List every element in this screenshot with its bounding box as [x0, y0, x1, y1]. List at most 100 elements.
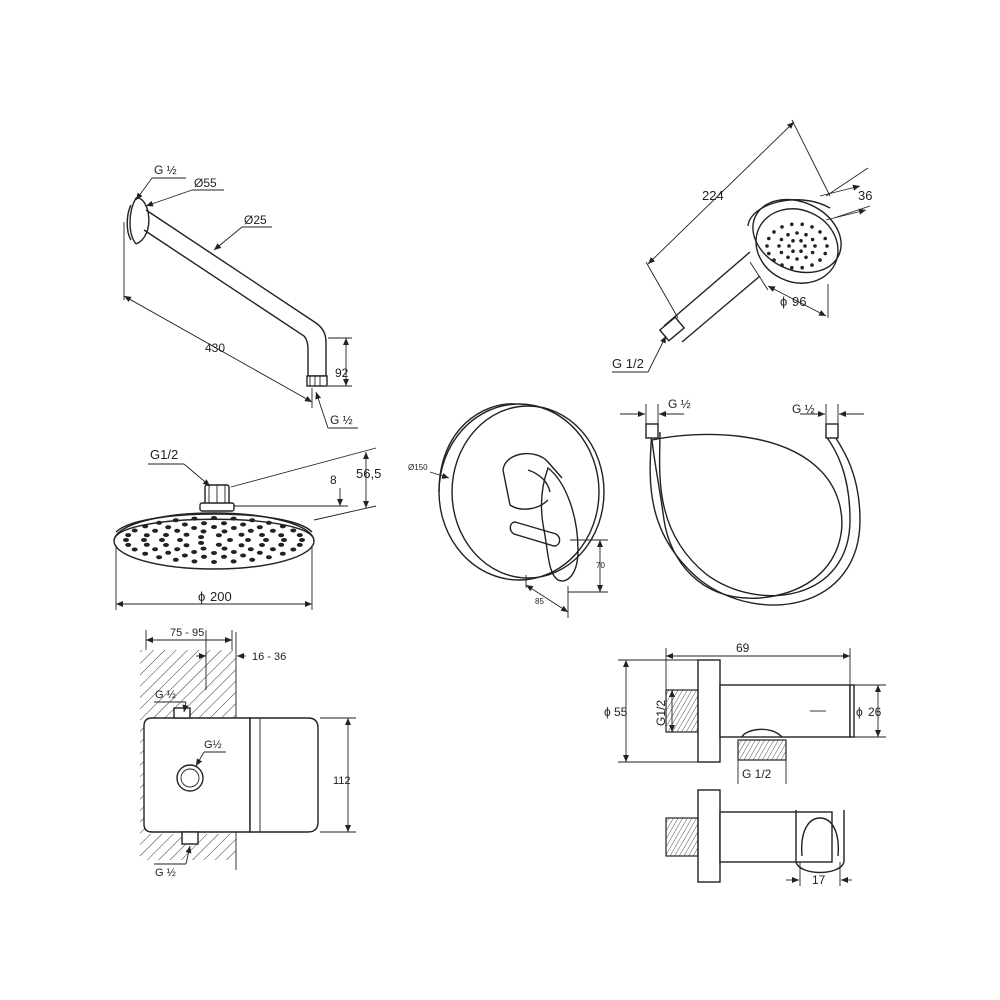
nozzle-dot [221, 521, 227, 526]
wall-outlet-drawing: 69 ϕ 55 G1/2 ϕ 26 G 1/2 17 [604, 641, 886, 887]
nozzle-dot [240, 553, 247, 558]
nozzle-dot [281, 538, 287, 542]
nozzle-dot [198, 535, 205, 540]
nozzle-dot [159, 538, 165, 542]
nozzle-dot [249, 557, 256, 562]
nozzle-dot [215, 542, 222, 547]
label-box-outlet: G½ [204, 739, 222, 751]
nozzle-dot [191, 550, 198, 554]
label-hose-thread-left: G ½ [668, 397, 691, 411]
nozzle-dot [279, 524, 286, 529]
hand-shower-nozzle-dot [767, 236, 771, 241]
hand-shower-nozzle-dot [810, 263, 814, 267]
nozzle-dot [221, 546, 228, 551]
nozzle-dot [125, 533, 132, 538]
nozzle-dot [191, 516, 198, 521]
hand-shower-nozzle-dot [767, 251, 771, 256]
nozzle-dot [177, 538, 183, 542]
nozzle-dot [163, 533, 169, 537]
label-arm-pipe-diameter: Ø25 [244, 213, 267, 227]
nozzle-dot [163, 543, 169, 547]
hand-shower-nozzle-dot [803, 244, 807, 248]
hand-shower-nozzle-dot [810, 237, 815, 242]
hand-shower-nozzle-dot [779, 250, 784, 255]
nozzle-dot [200, 546, 207, 551]
nozzle-dot [279, 551, 286, 556]
nozzle-dot [181, 553, 188, 558]
hand-shower-nozzle-dot [810, 250, 815, 255]
label-box-height: 112 [333, 775, 351, 787]
label-hose-thread-right: G ½ [792, 402, 815, 416]
label-box-inlet-top: G ½ [155, 689, 176, 701]
nozzle-dot [290, 547, 297, 552]
nozzle-dot [296, 533, 303, 538]
nozzle-dot [152, 528, 159, 533]
nozzle-dot [141, 538, 147, 542]
label-arm-length: 430 [205, 341, 225, 355]
label-outlet-body-diameter-symbol: ϕ [856, 705, 863, 719]
nozzle-dot [211, 516, 217, 520]
nozzle-dot [230, 526, 237, 530]
hand-shower-nozzle-dot [772, 258, 776, 262]
label-overhead-diameter: 200 [210, 589, 232, 604]
nozzle-dot [256, 525, 263, 530]
hand-shower-nozzle-dot [810, 225, 814, 229]
label-hand-shower-diameter: 96 [792, 294, 806, 309]
label-overhead-thickness: 8 [330, 473, 337, 487]
label-box-install-depth: 75 - 95 [170, 627, 204, 639]
nozzle-dot [183, 543, 190, 548]
hand-shower-nozzle-dot [791, 239, 795, 243]
label-mixer-height: 70 [596, 561, 605, 570]
label-arm-thread-outlet: G ½ [330, 413, 353, 427]
nozzle-dot [278, 533, 285, 538]
label-hand-shower-thread: G 1/2 [612, 356, 644, 371]
nozzle-dot [238, 532, 245, 537]
nozzle-dot [238, 543, 245, 548]
nozzle-dot [227, 538, 233, 542]
nozzle-dot [259, 533, 265, 537]
concealed-box-drawing: 75 - 95 16 - 36 G ½ G½ 112 G ½ [140, 627, 356, 879]
hand-shower-nozzle-dot [818, 258, 822, 262]
nozzle-dot [183, 532, 190, 537]
nozzle-dot [201, 521, 207, 526]
nozzle-dot [143, 533, 150, 538]
nozzle-dot [299, 538, 305, 542]
nozzle-dot [142, 524, 149, 529]
nozzle-dot [265, 520, 272, 525]
nozzle-dot [247, 547, 254, 552]
label-box-inlet-bottom: G ½ [155, 867, 176, 879]
nozzle-dot [249, 518, 256, 523]
hand-shower-drawing: 224 36 ϕ 96 G 1/2 [612, 119, 872, 373]
label-overhead-total-height: 56,5 [356, 466, 381, 481]
hand-shower-nozzle-dot [786, 255, 790, 260]
hand-shower-nozzle-dot [780, 263, 784, 267]
nozzle-dot [278, 542, 285, 547]
nozzle-dot [125, 542, 132, 547]
hand-shower-nozzle-dot [787, 244, 791, 248]
hand-shower-nozzle-dot [823, 236, 827, 241]
nozzle-dot [156, 520, 163, 525]
label-outlet-thread: G1/2 [654, 700, 668, 726]
nozzle-dot [247, 528, 254, 533]
nozzle-dot [174, 528, 181, 533]
nozzle-dot [211, 525, 217, 529]
overhead-shower-drawing: G1/2 8 56,5 ϕ 200 [113, 447, 381, 610]
nozzle-dot [221, 529, 228, 534]
nozzle-dot [201, 554, 207, 559]
hand-shower-nozzle-dot [799, 239, 803, 243]
hand-shower-nozzle-dot [799, 249, 803, 253]
hand-shower-nozzle-dot [772, 230, 776, 234]
nozzle-dot [142, 551, 149, 556]
nozzle-dot [211, 551, 217, 555]
hand-shower-nozzle-dot [795, 231, 799, 235]
hand-shower-nozzle-dot [790, 222, 794, 227]
nozzle-dot [181, 522, 188, 527]
nozzle-dot [200, 529, 207, 534]
nozzle-dot [165, 525, 172, 530]
nozzle-dot [230, 559, 237, 564]
label-mixer-plate-diameter: Ø150 [408, 463, 428, 472]
nozzle-dot [174, 547, 181, 552]
hand-shower-nozzle-dot [813, 244, 817, 248]
label-arm-drop: 92 [335, 366, 349, 380]
